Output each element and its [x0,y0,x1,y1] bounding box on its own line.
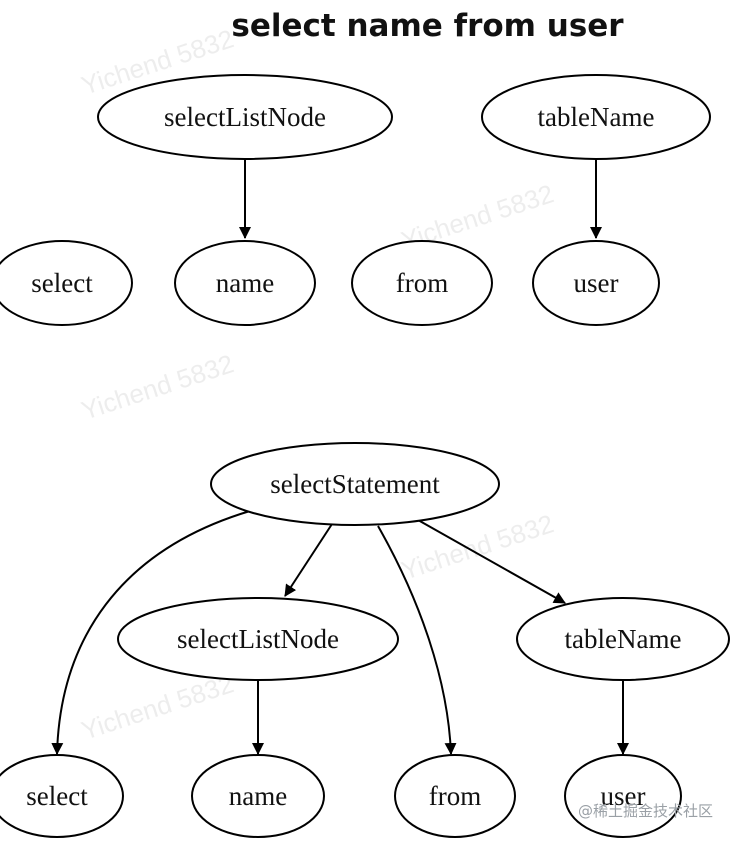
label-user: user [601,781,646,811]
node-select [0,754,124,838]
node-from [351,240,493,326]
node-name [191,754,325,838]
label-from: from [429,781,481,811]
edge-selectstatement-selectlistnode [284,523,333,597]
label-name: name [229,781,287,811]
label-selectstatement: selectStatement [270,469,440,499]
edge-selectstatement-from [377,525,457,755]
node-user [564,754,682,838]
edge-selectstatement-select [51,510,251,755]
label-tablename: tableName [538,102,655,132]
top-parse-tree-labels: selectListNode tableName select name fro… [31,102,654,298]
node-selectlistnode [117,597,399,681]
label-tablename: tableName [565,624,682,654]
top-parse-tree [0,74,711,326]
node-from [394,754,516,838]
label-from: from [396,268,448,298]
watermark: Yichend 5832 [78,668,238,745]
label-name: name [216,268,274,298]
node-name [174,240,316,326]
label-selectlistnode: selectListNode [164,102,326,132]
watermark: Yichend 5832 [78,348,238,425]
source-credit: @稀土掘金技术社区 [577,802,713,820]
page-title: select name from user [231,8,624,44]
node-selectlistnode [97,74,393,160]
label-select: select [31,268,93,298]
label-selectlistnode: selectListNode [177,624,339,654]
node-tablename [481,74,711,160]
label-user: user [574,268,619,298]
label-select: select [26,781,88,811]
node-selectstatement [210,442,500,526]
node-user [532,240,660,326]
bottom-parse-tree [0,442,730,838]
edge-selectstatement-tablename [417,519,566,604]
bottom-parse-tree-labels: selectStatement selectListNode tableName… [26,469,681,811]
node-select [0,240,133,326]
node-tablename [516,597,730,681]
